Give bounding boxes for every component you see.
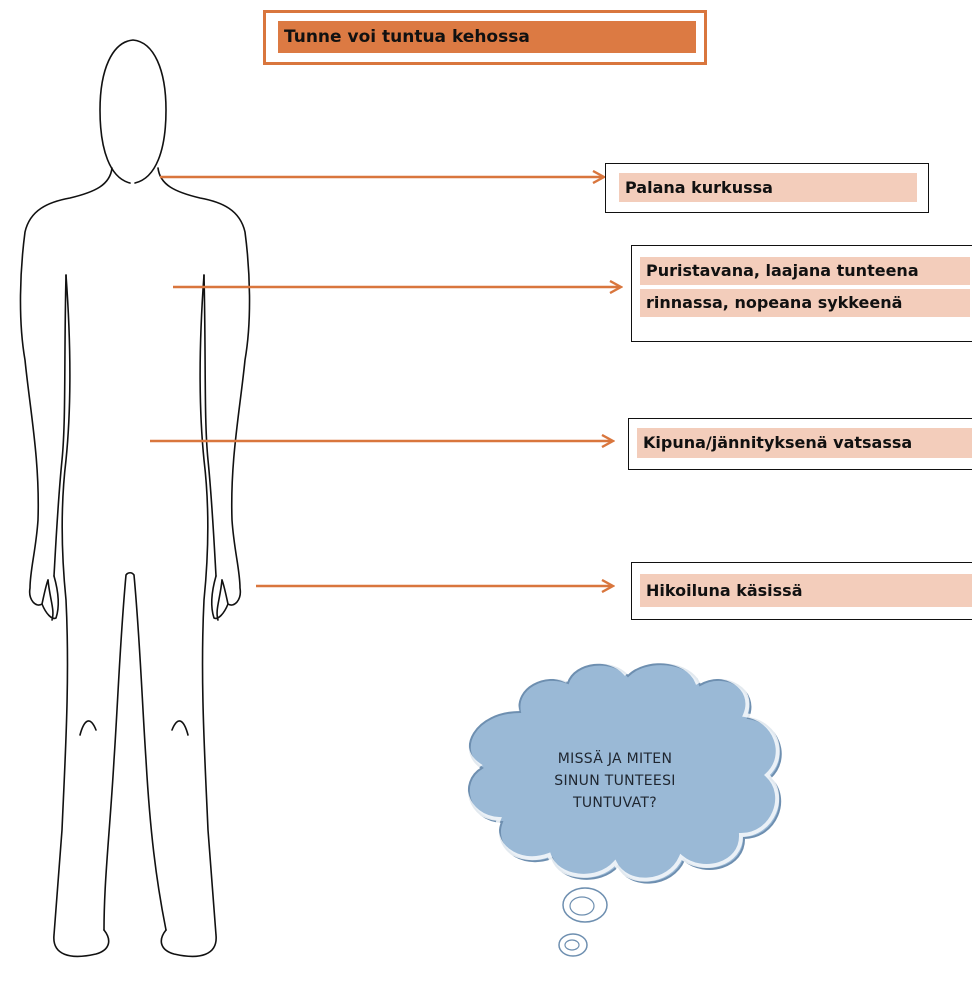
page-title: Tunne voi tuntua kehossa: [278, 21, 696, 53]
cloud-question: MISSÄ JA MITEN SINUN TUNTEESI TUNTUVAT?: [535, 748, 695, 814]
cloud-bubble-small: [558, 933, 588, 957]
cloud-line-2: SINUN TUNTEESI: [554, 773, 676, 789]
cloud-line-3: TUNTUVAT?: [573, 795, 657, 811]
thought-cloud: [463, 659, 782, 957]
cloud-bubble-large: [562, 887, 608, 923]
label-stomach: Kipuna/jännityksenä vatsassa: [637, 428, 972, 458]
label-throat: Palana kurkussa: [619, 173, 917, 202]
cloud-line-1: MISSÄ JA MITEN: [557, 751, 673, 767]
label-chest-line1: Puristavana, laajana tunteena: [640, 257, 970, 285]
arrows: [150, 177, 620, 586]
human-body-outline: [19, 39, 251, 958]
label-chest-line2: rinnassa, nopeana sykkeenä: [640, 289, 970, 317]
label-hands: Hikoiluna käsissä: [640, 574, 972, 607]
